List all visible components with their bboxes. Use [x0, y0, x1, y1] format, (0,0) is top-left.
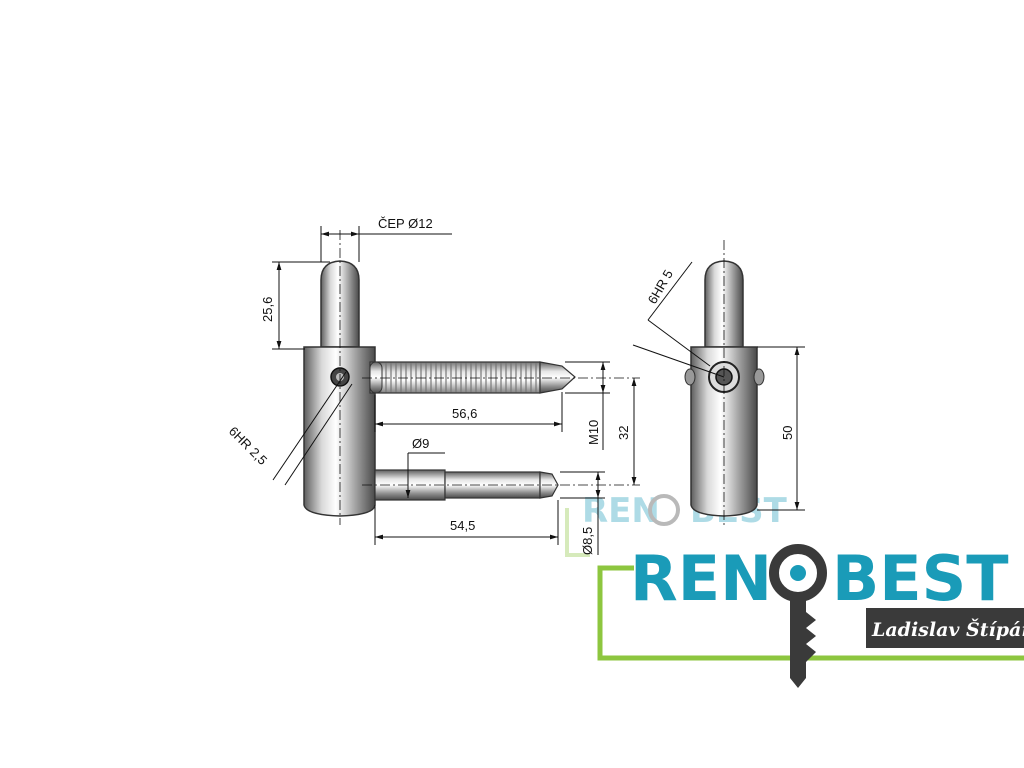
- dim-pin-diameter: [320, 226, 452, 262]
- label-axis-distance: 32: [616, 426, 631, 440]
- label-lower-diameter: Ø9: [412, 436, 429, 451]
- dim-hex-large: [632, 261, 725, 378]
- dim-lower-tip: [560, 471, 605, 555]
- upper-threaded-screw: [369, 361, 541, 394]
- upper-screw-tip: [539, 361, 576, 394]
- label-upper-length: 56,6: [452, 406, 477, 421]
- label-lower-length: 54,5: [450, 518, 475, 533]
- logo-tagline: Ladislav Štípánek: [871, 618, 1024, 641]
- watermark-key-icon: [648, 494, 680, 526]
- label-thread: M10: [586, 420, 601, 445]
- dim-upper-length: [374, 392, 563, 432]
- dim-lower-diameter: [405, 452, 445, 498]
- label-pin-diameter: ČEP Ø12: [378, 216, 433, 231]
- logo-tagline-box: [866, 608, 1024, 648]
- logo-brand-left: REN: [630, 542, 772, 615]
- label-body-height: 50: [780, 426, 795, 440]
- dim-body-height: [757, 346, 805, 511]
- hinge-front-view: 50 6HR 5: [632, 240, 805, 525]
- dim-thread: [565, 361, 610, 450]
- label-pin-height: 25,6: [260, 297, 275, 322]
- watermark-frame: [565, 508, 590, 557]
- label-hex-small: 6HR 2,5: [226, 424, 270, 468]
- label-lower-tip: Ø8,5: [580, 527, 595, 555]
- key-icon: [769, 544, 827, 688]
- dim-pin-height: [272, 261, 330, 350]
- hinge-body: [303, 346, 376, 517]
- logo-brand-right: BEST: [832, 542, 1009, 615]
- dim-lower-length: [374, 500, 559, 545]
- label-hex-large: 6HR 5: [645, 267, 676, 306]
- renobest-logo: REN BEST Ladislav Štípánek: [597, 542, 1024, 688]
- hinge-side-view: ČEP Ø12 25,6 56,6 M10 32: [226, 216, 640, 555]
- dim-hex-small: [272, 371, 353, 486]
